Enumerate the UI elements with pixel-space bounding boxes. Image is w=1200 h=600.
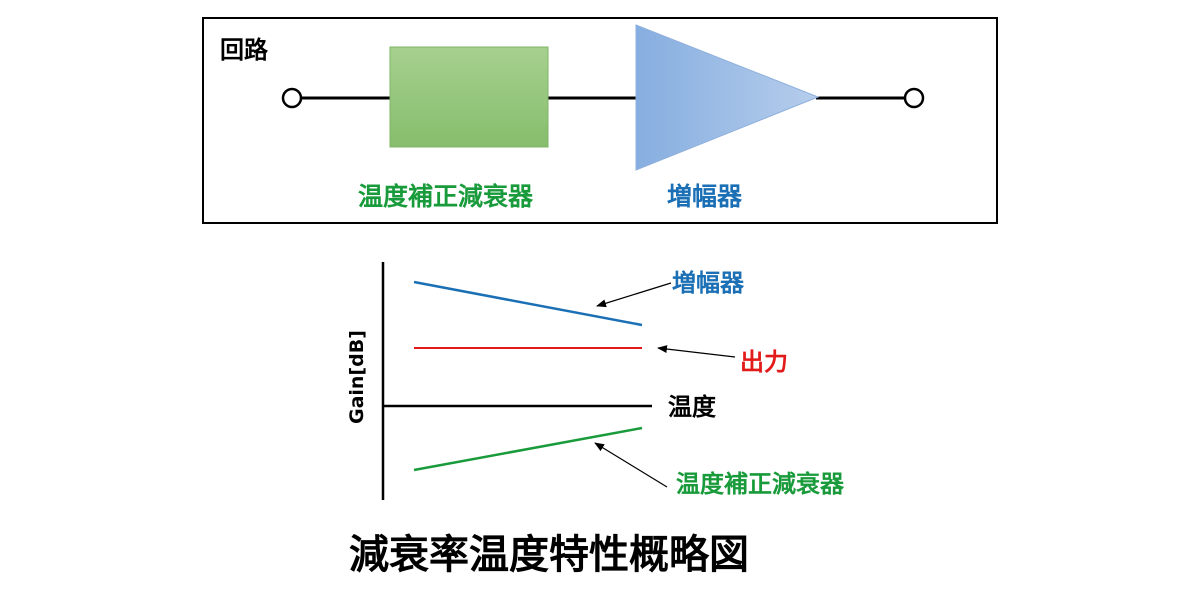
amplifier-label: 増幅器 [667,182,743,211]
output-terminal [903,87,925,109]
attenuator-label: 温度補正減衰器 [358,182,534,211]
amplifier-triangle [635,24,820,171]
circuit-frame [202,17,998,224]
graph-output-label: 出力 [740,348,788,376]
attenuator-gain-line [413,426,643,472]
graph-attenuator-label: 温度補正減衰器 [676,470,845,498]
attenuator-block [389,46,549,148]
figure-title: 減衰率温度特性概略図 [349,532,749,578]
graph-temperature-label: 温度 [668,393,717,421]
gain-graph: Gain[dB] 増幅器 出力 温度 温度補正減衰器 [346,262,845,500]
circuit-panel: 回路 温度補正減衰器 増幅器 [202,17,998,224]
amplifier-gain-line [413,280,643,327]
y-axis-label: Gain[dB] [346,330,368,424]
input-terminal [281,87,303,109]
attenuator-callout-arrow [594,442,668,488]
amplifier-callout-arrow [596,282,672,308]
graph-amplifier-label: 増幅器 [672,269,745,297]
circuit-panel-label: 回路 [220,36,269,64]
output-callout-arrow [657,345,736,358]
